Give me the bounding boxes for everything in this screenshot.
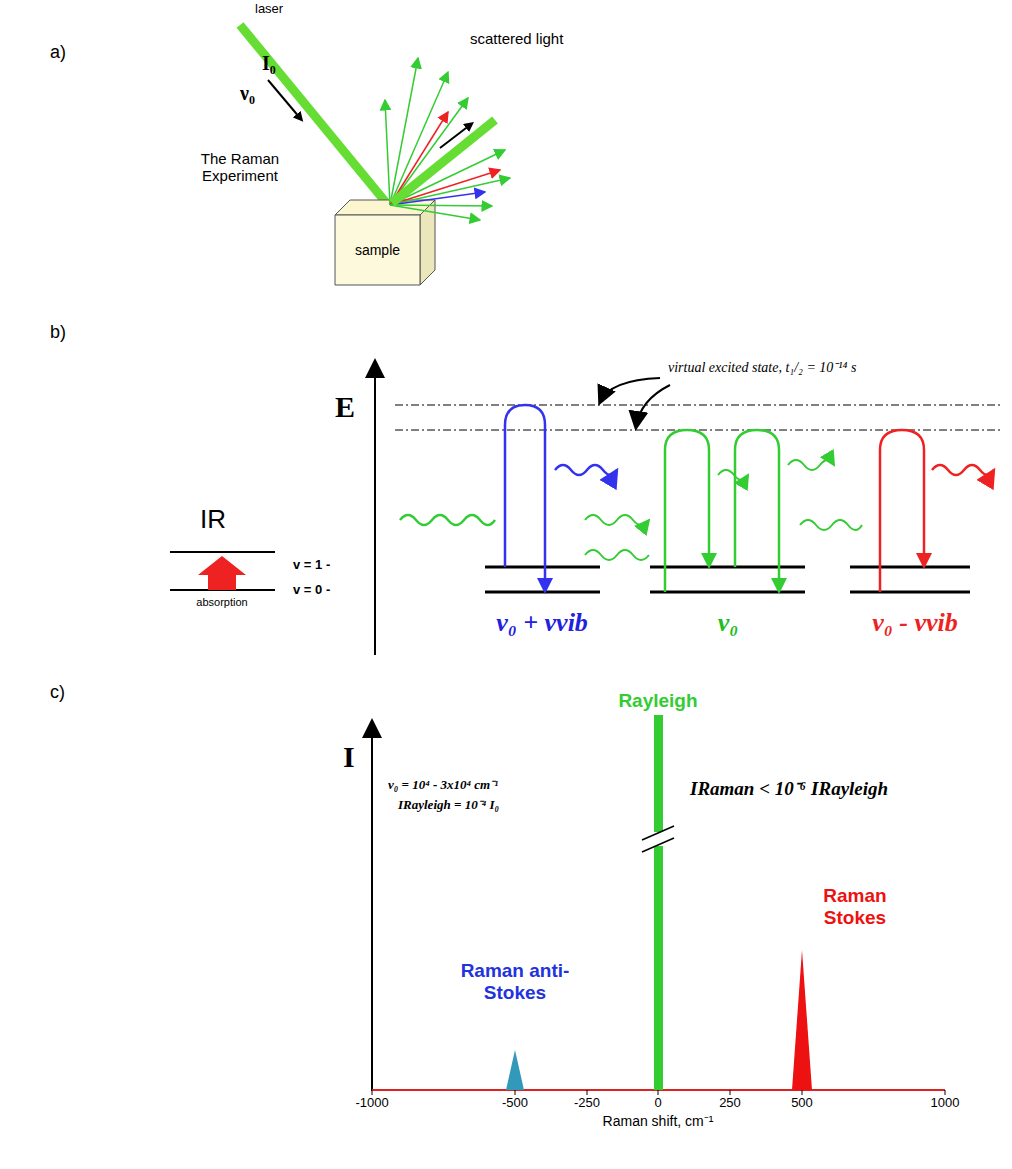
- tick-label: -500: [502, 1096, 528, 1111]
- rayleigh-label: Rayleigh: [618, 690, 697, 712]
- tick-label: 500: [791, 1096, 813, 1111]
- node-text: sample: [355, 242, 400, 258]
- axis-title: Raman shift, cm⁻¹: [603, 1113, 714, 1129]
- laser-label: laser: [255, 2, 283, 17]
- tick-label: -1000: [355, 1096, 388, 1111]
- energy-axis-label: E: [335, 390, 355, 425]
- virtual-state-label: virtual excited state, t₁/₂ = 10⁻¹⁴ s: [668, 360, 856, 376]
- panel-letter: b): [50, 322, 66, 343]
- scattered-label: scattered light: [470, 30, 563, 47]
- intensity-label: I₀: [262, 52, 276, 75]
- tick-label: -250: [574, 1096, 600, 1111]
- sample-cube: sample: [335, 215, 420, 285]
- ir-label: IR: [200, 505, 226, 535]
- experiment-title: The Raman Experiment: [165, 150, 315, 185]
- intensity-axis-label: I: [343, 740, 355, 775]
- panel-letter: a): [50, 42, 66, 63]
- ratio-note: IRaman < 10⁻⁶ IRayleigh: [690, 778, 888, 800]
- absorption-label: absorption: [196, 596, 247, 609]
- frequency-label: ν₀: [240, 82, 255, 105]
- panel-letter: c): [50, 682, 65, 703]
- tick-label: 1000: [931, 1096, 960, 1111]
- raman-setup: [240, 25, 510, 285]
- formula-note: ν₀ = 10⁴ - 3x10⁴ cm⁻¹: [388, 778, 498, 793]
- formula-note: IRayleigh = 10⁻⁴ I₀: [398, 798, 499, 813]
- rayleigh-freq: ν₀: [718, 608, 739, 638]
- anti-stokes-label: Raman anti-Stokes: [460, 960, 570, 1004]
- tick-label: 0: [654, 1096, 661, 1111]
- stokes-freq: ν₀ - νvib: [872, 608, 958, 638]
- raman-spectrum: [372, 715, 945, 1095]
- anti-stokes-freq: ν₀ + νvib: [496, 608, 588, 638]
- tick-label: 250: [719, 1096, 741, 1111]
- energy-diagram: [170, 362, 1000, 655]
- level-label: v = 1 -: [293, 558, 330, 573]
- stokes-label: Raman Stokes: [815, 885, 895, 929]
- level-label: v = 0 -: [293, 583, 330, 598]
